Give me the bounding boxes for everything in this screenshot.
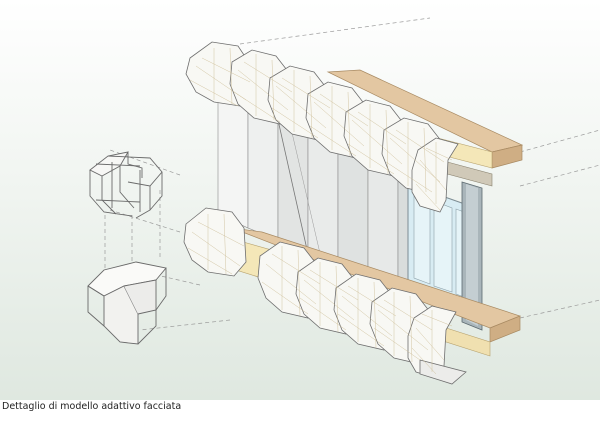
exploded-frame-module (89, 151, 163, 219)
window-unit (407, 181, 483, 331)
wall-panels (217, 94, 413, 297)
exploded-solid-module (87, 261, 167, 345)
drawing-viewport[interactable] (0, 0, 600, 400)
lower-module-mesh (187, 213, 453, 375)
dashed-extension-lines (104, 17, 600, 331)
facade-drawing (0, 0, 600, 400)
upper-module-mesh (189, 47, 453, 211)
upper-shading-modules (185, 41, 459, 213)
figure-caption: Dettaglio di modello adattivo facciata (2, 401, 182, 412)
